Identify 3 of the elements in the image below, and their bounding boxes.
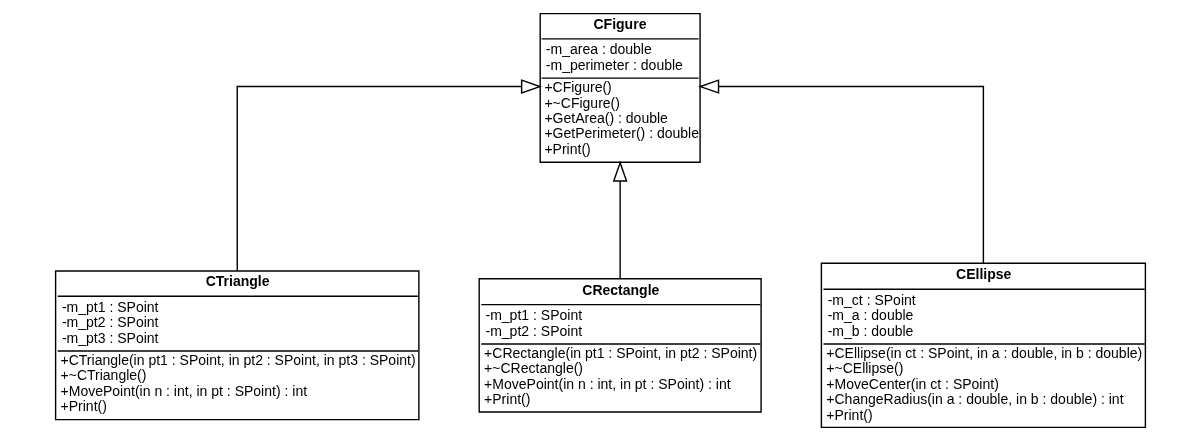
arrow [612,160,628,280]
arrow [236,79,542,272]
arrow [698,79,985,264]
